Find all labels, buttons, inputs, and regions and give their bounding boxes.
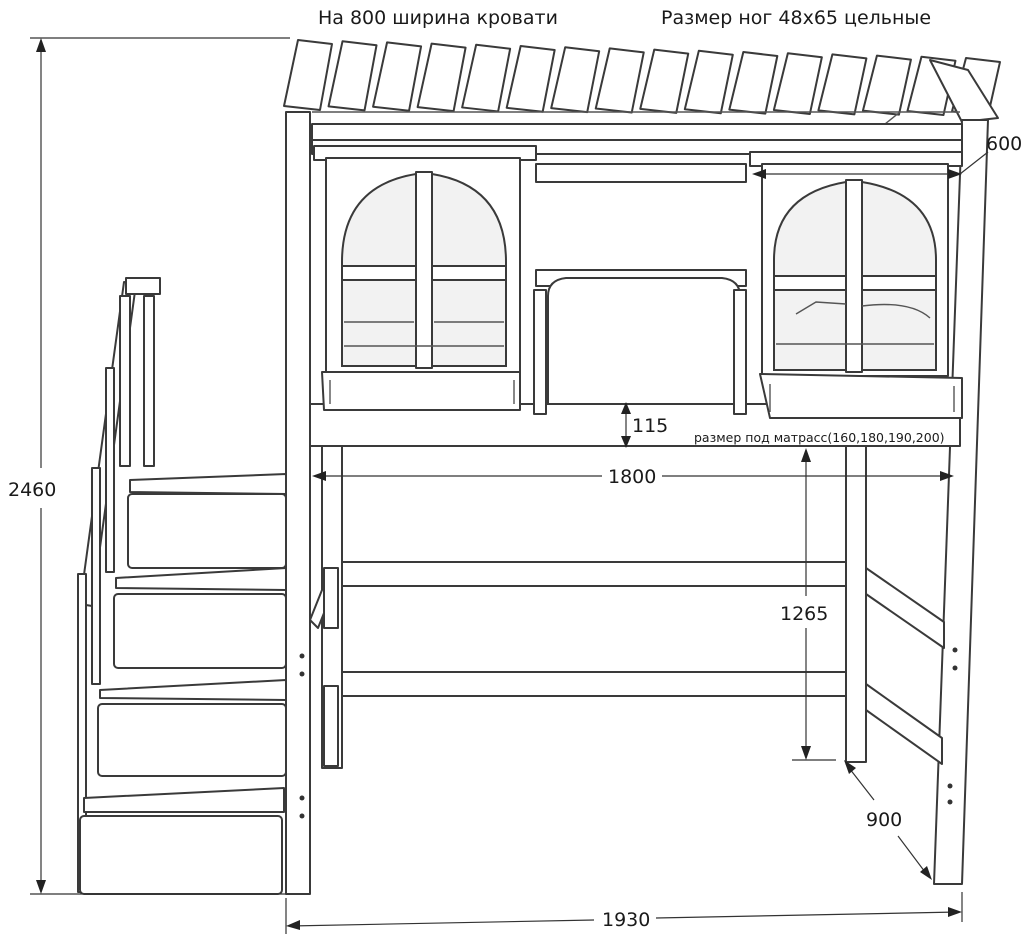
left-window-mullion bbox=[415, 171, 433, 369]
handrail-post bbox=[143, 295, 155, 467]
back-opening bbox=[547, 277, 741, 405]
rail-height-label: 115 bbox=[632, 415, 668, 437]
bolt-hole bbox=[952, 665, 958, 671]
mattress-size-note: размер под матрасс(160,180,190,200) bbox=[694, 430, 945, 445]
arrow-head bbox=[844, 760, 856, 774]
pillow-line bbox=[795, 301, 847, 315]
roof-plank bbox=[372, 41, 423, 112]
depth-top-label: 600 bbox=[986, 133, 1022, 155]
pillow-line bbox=[861, 303, 931, 319]
stair-drawer bbox=[79, 815, 283, 895]
labels: На 800 ширина кровати Размер ног 48х65 ц… bbox=[8, 7, 1022, 931]
stair-drawer bbox=[113, 593, 287, 669]
clearance-label: 1265 bbox=[780, 603, 828, 625]
stair-tread bbox=[83, 787, 285, 813]
bolt-hole bbox=[299, 795, 305, 801]
left-post bbox=[285, 111, 311, 895]
total-length-dim-line bbox=[289, 919, 595, 927]
arrow-head bbox=[36, 880, 46, 894]
bolt-hole bbox=[299, 653, 305, 659]
arrow-head bbox=[920, 866, 932, 880]
depth-bottom-dim-line bbox=[897, 835, 929, 877]
roof-plank bbox=[505, 45, 556, 113]
left-bar-lower bbox=[323, 685, 339, 767]
back-post-left bbox=[533, 289, 547, 415]
roof-plank bbox=[550, 46, 601, 114]
arrow-head bbox=[801, 746, 811, 760]
stair-tread bbox=[129, 473, 287, 495]
stair-baluster bbox=[105, 367, 115, 573]
stair-drawer bbox=[127, 493, 287, 569]
total-length-label: 1930 bbox=[602, 909, 650, 931]
dimension-lines bbox=[30, 37, 989, 934]
total-height-label: 2460 bbox=[8, 479, 56, 501]
left-window-panel bbox=[313, 145, 537, 411]
depth-top-leader bbox=[959, 151, 989, 175]
side-bar-upper bbox=[865, 567, 945, 649]
back-panel bbox=[533, 163, 747, 415]
back-right-leg bbox=[845, 445, 867, 763]
stair-tread bbox=[99, 679, 287, 701]
arrow-head bbox=[752, 169, 766, 179]
total-length-dim-line bbox=[655, 911, 959, 919]
roof-planks bbox=[283, 39, 1001, 123]
stair-tread bbox=[115, 567, 287, 591]
roof-plank bbox=[283, 39, 333, 111]
roof-plank bbox=[861, 54, 912, 116]
roof-plank bbox=[683, 49, 734, 115]
roof-plank bbox=[728, 51, 779, 115]
arrow-head bbox=[948, 169, 962, 179]
handrail-cap bbox=[125, 277, 161, 295]
roof-plank bbox=[416, 42, 467, 113]
arrow-head bbox=[286, 920, 300, 930]
roof-end-plank bbox=[929, 59, 999, 123]
lower-rail-upper bbox=[341, 561, 847, 587]
bolt-hole bbox=[299, 813, 305, 819]
roof-plank bbox=[772, 52, 823, 115]
roof-plank bbox=[327, 40, 378, 112]
arrow-head bbox=[940, 471, 954, 481]
handrail-post bbox=[119, 295, 131, 467]
roof-plank bbox=[594, 47, 645, 114]
right-flower-box bbox=[759, 373, 963, 419]
roof-plank bbox=[461, 43, 512, 113]
bolt-hole bbox=[947, 799, 953, 805]
bed-width-note: На 800 ширина кровати bbox=[318, 7, 558, 29]
right-window-panel bbox=[749, 151, 963, 419]
staircase bbox=[77, 277, 287, 895]
back-post-right bbox=[733, 289, 747, 415]
bolt-holes bbox=[299, 647, 958, 819]
left-bar-upper bbox=[323, 567, 339, 629]
roof-plank bbox=[639, 48, 690, 114]
side-bar-lower bbox=[865, 683, 943, 765]
arrow-head bbox=[312, 471, 326, 481]
stair-baluster bbox=[91, 467, 101, 685]
arrow-head bbox=[36, 38, 46, 52]
back-top-board bbox=[535, 163, 747, 183]
roof-plank bbox=[817, 53, 868, 116]
arrow-head bbox=[621, 436, 631, 448]
top-rail-back bbox=[311, 123, 963, 141]
right-window-mullion bbox=[845, 179, 863, 373]
lower-rail-lower bbox=[341, 671, 847, 697]
arrow-head bbox=[621, 402, 631, 414]
left-flower-box bbox=[321, 371, 521, 411]
depth-bottom-label: 900 bbox=[866, 809, 902, 831]
bolt-hole bbox=[299, 671, 305, 677]
arrow-head bbox=[801, 448, 811, 462]
bolt-hole bbox=[947, 783, 953, 789]
legs-note: Размер ног 48х65 цельные bbox=[661, 7, 931, 29]
arrow-head bbox=[948, 907, 962, 917]
roof bbox=[283, 39, 1001, 137]
stair-drawer bbox=[97, 703, 287, 777]
inner-length-label: 1800 bbox=[608, 466, 656, 488]
bolt-hole bbox=[952, 647, 958, 653]
